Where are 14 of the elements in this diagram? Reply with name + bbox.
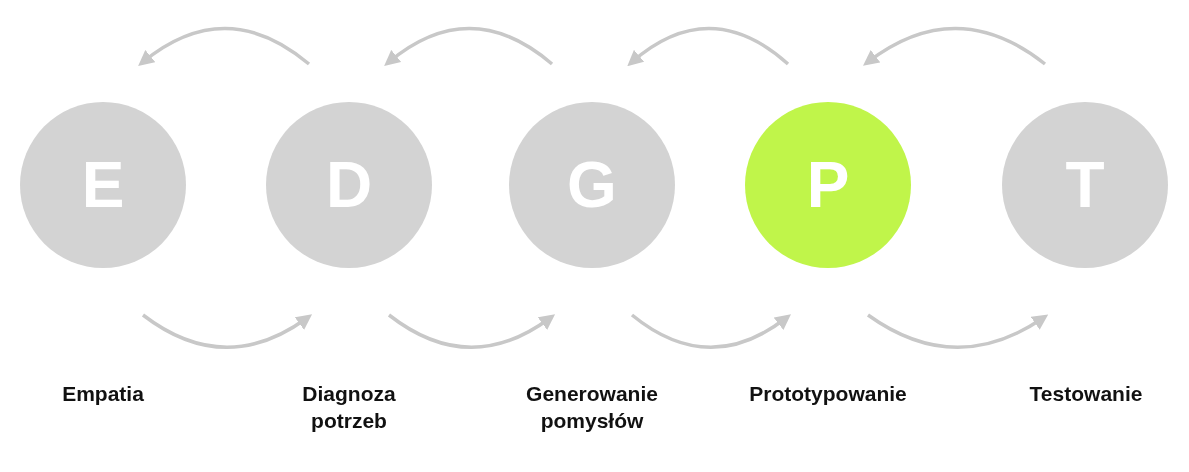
step-label: Empatia [61,381,145,407]
curved-arrow [384,26,554,66]
curved-arrow [630,313,792,349]
curved-arrow [142,313,313,349]
curved-arrow [627,26,790,66]
curved-arrow [387,313,556,349]
curved-arrow [137,26,311,66]
curved-arrow [867,313,1049,349]
curved-arrow [862,26,1047,66]
step-label: Prototypowanie [748,381,908,407]
step-label: Testowanie [1028,381,1144,407]
step-label: Generowanie pomysłów [525,381,659,435]
step-letter: P [806,153,850,217]
step-label: Diagnoza potrzeb [301,381,397,435]
